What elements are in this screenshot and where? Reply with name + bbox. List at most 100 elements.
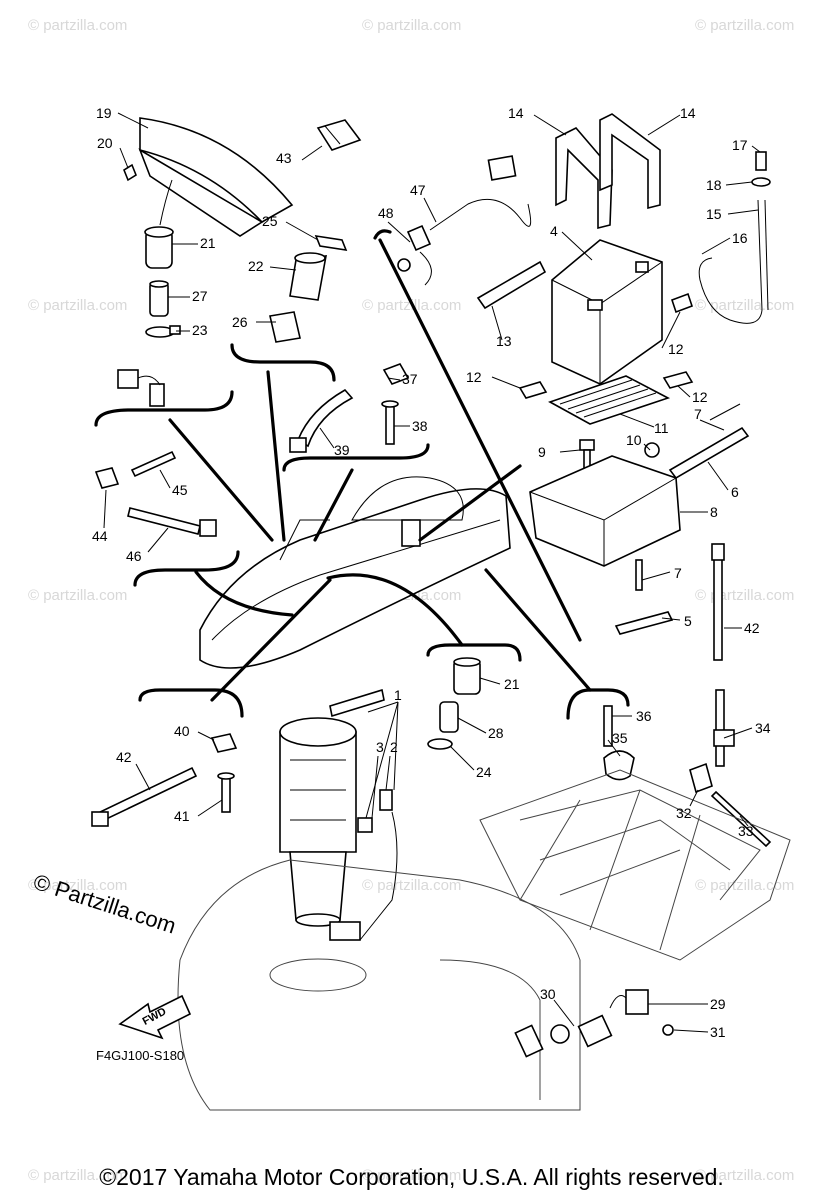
- callout-21: 21: [200, 235, 216, 251]
- bracket-6: [668, 403, 750, 480]
- nut-10: [644, 442, 660, 458]
- callout-7: 7: [674, 565, 682, 581]
- callout-14: 14: [508, 105, 524, 121]
- callout-39: 39: [334, 442, 350, 458]
- watermark: © partzilla.com: [28, 297, 127, 314]
- cap-21-upper: [144, 226, 174, 269]
- watermark: © partzilla.com: [28, 877, 127, 894]
- watermark: © partzilla.com: [28, 587, 127, 604]
- callout-44: 44: [92, 528, 108, 544]
- callout-19: 19: [96, 105, 112, 121]
- callout-16: 16: [732, 230, 748, 246]
- callout-30: 30: [540, 986, 556, 1002]
- clip-43: [316, 119, 362, 151]
- callout-25: 25: [262, 213, 278, 229]
- watermark: © partzilla.com: [362, 877, 461, 894]
- tie-34: [713, 689, 735, 767]
- clip-32: [689, 762, 713, 794]
- band-46: [127, 507, 217, 537]
- battery-pads-12: [518, 292, 694, 399]
- callout-labels: 19 20 43 21 25 22 27 26 23 48 47 14 14 1…: [92, 105, 771, 1040]
- callout-40: 40: [174, 723, 190, 739]
- battery-pad-13: [476, 260, 547, 310]
- callout-14: 14: [680, 105, 696, 121]
- callout-35: 35: [612, 730, 628, 746]
- callout-15: 15: [706, 206, 722, 222]
- callout-3: 3: [376, 739, 384, 755]
- sensor-cable: [397, 155, 532, 286]
- connector-cluster: [117, 369, 165, 407]
- callout-26: 26: [232, 314, 248, 330]
- sensor-29: [609, 989, 649, 1015]
- callout-18: 18: [706, 177, 722, 193]
- rivet-45: [130, 450, 177, 478]
- callout-42: 42: [116, 749, 132, 765]
- callout-29: 29: [710, 996, 726, 1012]
- callout-13: 13: [496, 333, 512, 349]
- callout-31: 31: [710, 1024, 726, 1040]
- callout-32: 32: [676, 805, 692, 821]
- rivet-33: [710, 790, 772, 848]
- callout-7: 7: [694, 406, 702, 422]
- callout-43: 43: [276, 150, 292, 166]
- callout-6: 6: [731, 484, 739, 500]
- group-leaders: [168, 238, 592, 702]
- watermark: © partzilla.com: [695, 587, 794, 604]
- clamp-24: [427, 738, 453, 750]
- callout-47: 47: [410, 182, 426, 198]
- clip-37: [382, 363, 410, 385]
- callout-12: 12: [692, 389, 708, 405]
- meter-unit: [138, 117, 294, 237]
- callout-9: 9: [538, 444, 546, 460]
- diagram-code: F4GJ100-S180: [96, 1048, 184, 1063]
- sleeve-26: [269, 311, 301, 343]
- watercraft: [199, 476, 511, 669]
- cable-tie-42-right: [711, 543, 725, 661]
- hull-floor-frame: [479, 769, 791, 961]
- bracket-5: [614, 559, 674, 635]
- watermark: © partzilla.com: [28, 1167, 127, 1184]
- callout-23: 23: [192, 322, 208, 338]
- plug-30: [514, 1014, 613, 1058]
- callout-17: 17: [732, 137, 748, 153]
- clip-40: [210, 733, 238, 753]
- callout-8: 8: [710, 504, 718, 520]
- rivet-36: [603, 705, 613, 747]
- callout-37: 37: [402, 371, 418, 387]
- callout-20: 20: [97, 135, 113, 151]
- watermark: © partzilla.com: [362, 17, 461, 34]
- watermark: © partzilla.com: [695, 297, 794, 314]
- callout-27: 27: [192, 288, 208, 304]
- callout-10: 10: [626, 432, 642, 448]
- callout-28: 28: [488, 725, 504, 741]
- callout-34: 34: [755, 720, 771, 736]
- battery-mat-11: [548, 375, 671, 425]
- rivet-38: [381, 400, 399, 445]
- callout-12: 12: [668, 341, 684, 357]
- screw-20: [123, 163, 137, 182]
- sleeve-28: [439, 701, 459, 733]
- rivet-41: [217, 772, 235, 813]
- callout-48: 48: [378, 205, 394, 221]
- clip-44: [94, 467, 120, 489]
- callout-22: 22: [248, 258, 264, 274]
- forward-arrow: FWD: [118, 994, 192, 1040]
- callout-36: 36: [636, 708, 652, 724]
- clamp-23: [145, 325, 181, 338]
- callout-1: 1: [394, 687, 402, 703]
- callout-11: 11: [654, 420, 669, 436]
- callout-21: 21: [504, 676, 520, 692]
- band-39: [289, 388, 354, 453]
- callout-leaders: [103, 112, 761, 1033]
- watermark: © partzilla.com: [695, 877, 794, 894]
- callout-38: 38: [412, 418, 428, 434]
- cable-tie-42-left: [91, 766, 198, 827]
- sleeve-27: [149, 280, 169, 317]
- watermark: © partzilla.com: [695, 17, 794, 34]
- screw-31: [662, 1024, 674, 1036]
- boot-22: [289, 252, 327, 301]
- callout-41: 41: [174, 808, 190, 824]
- vent-hose: [698, 151, 771, 324]
- copyright-notice: ©2017 Yamaha Motor Corporation, U.S.A. A…: [99, 1164, 724, 1190]
- watermark: © partzilla.com: [695, 1167, 794, 1184]
